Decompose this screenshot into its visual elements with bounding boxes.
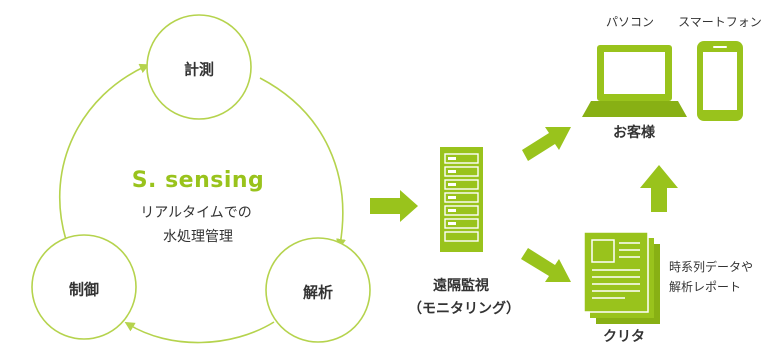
cycle-arc-analysis-to-control bbox=[124, 321, 275, 344]
measure-circle bbox=[146, 14, 252, 120]
smartphone-icon bbox=[697, 41, 743, 121]
arrow-to-kurita bbox=[521, 248, 571, 282]
smartphone-label: スマートフォン bbox=[678, 15, 762, 29]
arrow-to-server bbox=[370, 190, 418, 222]
control-circle bbox=[31, 234, 137, 340]
arrow-kurita-to-customer bbox=[640, 165, 678, 212]
analysis-label: 解析 bbox=[302, 283, 334, 302]
kurita-label: クリタ bbox=[603, 329, 645, 345]
customer-label: お客様 bbox=[613, 125, 655, 141]
measure-label: 計測 bbox=[183, 60, 215, 79]
report-desc-line1: 時系列データや bbox=[669, 260, 754, 274]
pc-label: パソコン bbox=[605, 15, 655, 29]
arrow-to-customer bbox=[522, 127, 571, 161]
monitoring-sub-label: （モニタリング） bbox=[408, 301, 520, 317]
laptop-icon bbox=[582, 45, 687, 117]
document-stack-icon bbox=[583, 231, 660, 324]
brand-title: S. sensing bbox=[131, 168, 265, 193]
analysis-circle bbox=[265, 237, 371, 343]
server-rack-icon bbox=[440, 147, 483, 252]
report-desc-line2: 解析レポート bbox=[669, 280, 742, 294]
control-label: 制御 bbox=[68, 280, 100, 299]
tagline-line1: リアルタイムでの bbox=[140, 205, 252, 221]
cycle-arc-control-to-measure bbox=[58, 63, 150, 241]
tagline-line2: 水処理管理 bbox=[163, 229, 233, 245]
cycle-arc-measure-to-analysis bbox=[259, 77, 346, 249]
monitoring-label: 遠隔監視 bbox=[433, 278, 489, 294]
